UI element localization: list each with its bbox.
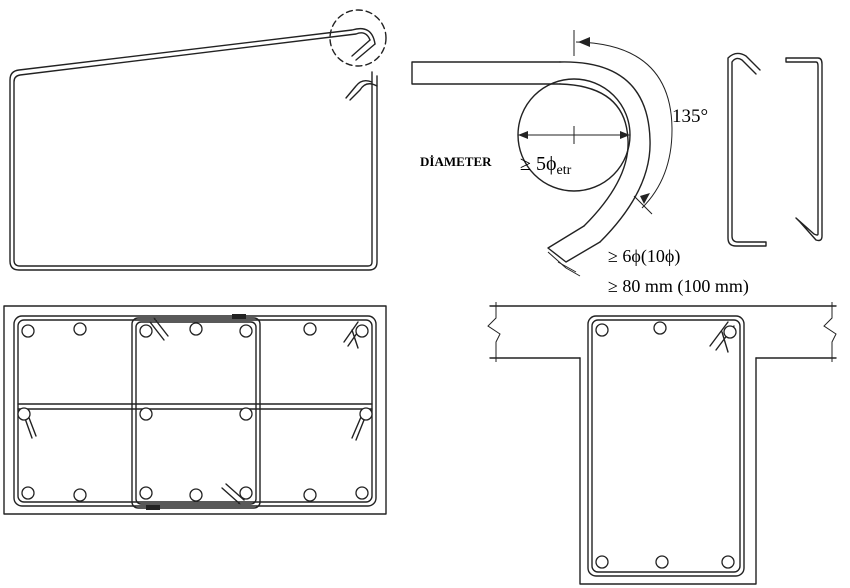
break-mark-left: [487, 302, 501, 362]
perimeter-hoop-outer: [13, 315, 377, 507]
detail-circle: [329, 9, 387, 67]
rebar: [189, 488, 203, 502]
min-length-rule: ≥ 80 mm (100 mm): [608, 276, 749, 297]
rebar: [355, 324, 369, 338]
hook-bar-bend-outer: [559, 61, 651, 243]
diameter-arrow-left: [518, 131, 528, 139]
inner-tie-inner: [135, 321, 257, 505]
rebar: [17, 407, 31, 421]
hook-top-left-tie: [149, 317, 169, 341]
angle-arc: [575, 41, 673, 209]
rebar: [239, 407, 253, 421]
crosstie: [17, 403, 373, 410]
angle-arrow-start: [578, 37, 590, 47]
rebar: [303, 322, 317, 336]
hook-bar-straight: [411, 61, 561, 85]
rebar: [595, 323, 609, 337]
split-stirrup-left: [727, 52, 767, 247]
hook-detail-view: 135° DİAMETER ≥ 5ϕetr ≥ 6ϕ(10ϕ) ≥ 80 mm …: [411, 30, 749, 297]
rebar: [139, 324, 153, 338]
hook-bar-bend-inner: [559, 83, 629, 227]
perimeter-hoop-inner: [17, 319, 373, 503]
extension-rule: ≥ 6ϕ(10ϕ): [608, 246, 680, 267]
diameter-rule: ≥ 5ϕetr: [520, 153, 572, 178]
diameter-arrow-right: [620, 131, 630, 139]
inner-tie-outer: [131, 317, 261, 509]
diameter-label: DİAMETER: [420, 154, 492, 169]
angle-label: 135°: [672, 106, 708, 127]
stirrup-bar-inner: [9, 27, 378, 271]
rebar: [239, 486, 253, 500]
tie-splice-top: [232, 314, 246, 319]
rebar: [655, 555, 669, 569]
extension-dimension-line: [547, 251, 581, 277]
rebar: [21, 486, 35, 500]
rebar: [73, 322, 87, 336]
stirrup-bar-outer: [13, 32, 373, 267]
column-section-view: [3, 305, 387, 515]
beam-bars: [595, 321, 737, 569]
hook-bar-extension: [547, 225, 601, 263]
rebar: [139, 407, 153, 421]
web-outline: [579, 357, 757, 585]
longitudinal-bars: [17, 322, 373, 502]
angle-arrow-end: [640, 193, 650, 204]
rebar: [239, 324, 253, 338]
stirrup-hook-corner: [345, 79, 378, 101]
beam-stirrup-inner: [591, 319, 741, 573]
rebar: [653, 321, 667, 335]
rebar: [21, 324, 35, 338]
t-beam-section-view: [487, 302, 837, 585]
stirrup-hook-top: [351, 39, 376, 61]
rebar: [595, 555, 609, 569]
rebar: [139, 486, 153, 500]
rebar: [355, 486, 369, 500]
stirrup-elevation-view: [9, 9, 387, 271]
column-outline: [3, 305, 387, 515]
extension-tick: [557, 261, 577, 273]
tie-splice-bottom: [146, 505, 160, 510]
rebar: [73, 488, 87, 502]
rebar: [189, 322, 203, 336]
split-stirrup-view: [727, 52, 823, 247]
beam-stirrup-outer: [587, 315, 745, 577]
split-stirrup-right: [785, 57, 823, 242]
angle-tick-end: [633, 195, 653, 215]
rebar: [303, 488, 317, 502]
rebar: [721, 555, 735, 569]
break-mark-right: [823, 302, 837, 362]
rebar: [723, 325, 737, 339]
rebar: [359, 407, 373, 421]
